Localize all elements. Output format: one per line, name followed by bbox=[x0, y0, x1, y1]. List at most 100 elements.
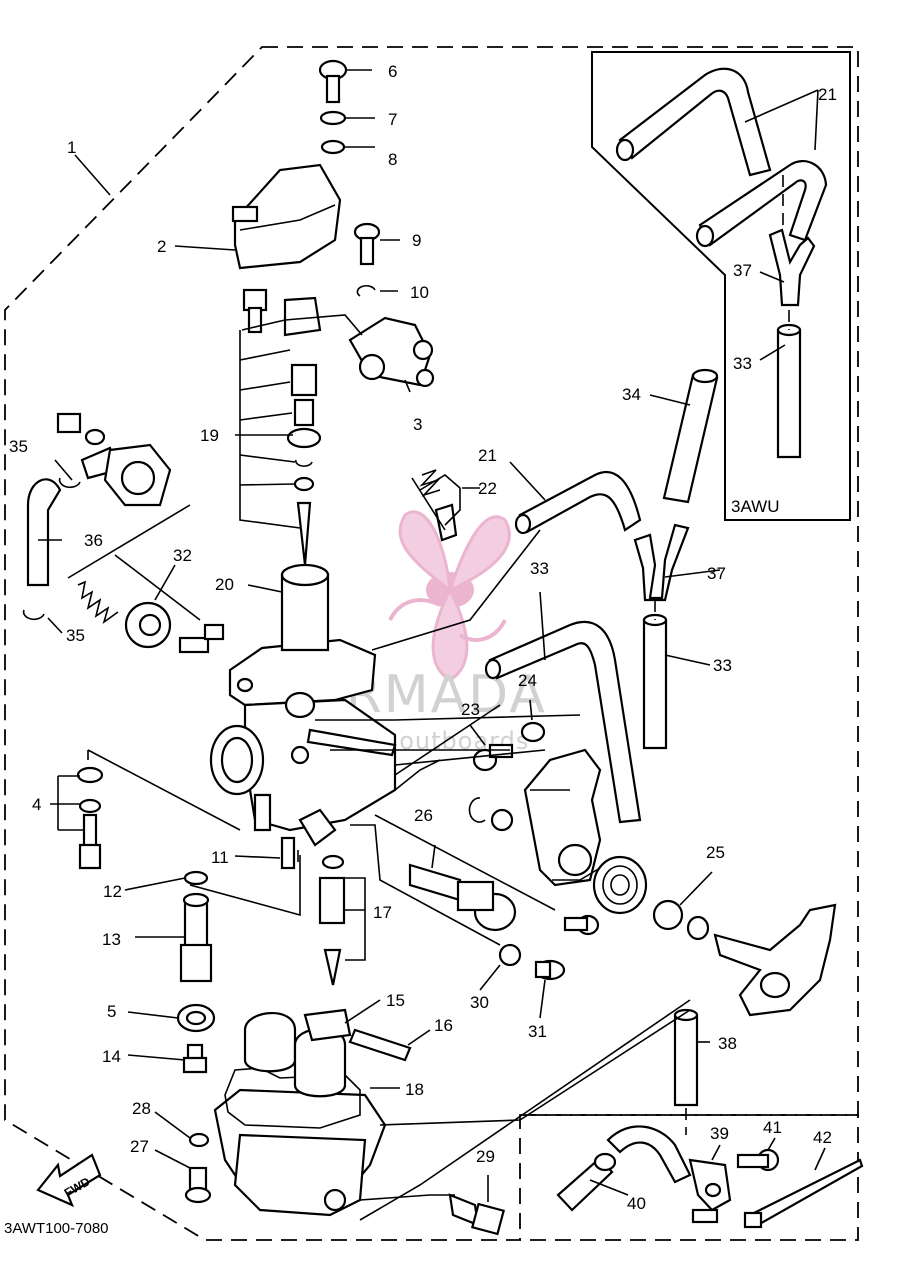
part-label: 32 bbox=[173, 546, 192, 565]
part-label: 10 bbox=[410, 283, 429, 302]
float-bowl bbox=[213, 1067, 387, 1217]
hose-38 bbox=[673, 1013, 699, 1107]
part-label: 22 bbox=[478, 479, 497, 498]
top-cover bbox=[231, 163, 342, 270]
cable-adjuster bbox=[348, 316, 435, 388]
part-label: 33 bbox=[733, 354, 752, 373]
part-label: 29 bbox=[476, 1147, 495, 1166]
hose-guide-dash bbox=[297, 175, 790, 1135]
part-label: 23 bbox=[461, 700, 480, 719]
part-label: 2 bbox=[157, 237, 166, 256]
bottom-inset-box bbox=[520, 1114, 859, 1241]
needle-jet-washer bbox=[176, 1003, 216, 1033]
float bbox=[243, 1008, 352, 1098]
bracket-screw bbox=[563, 914, 600, 936]
part-label: 37 bbox=[707, 564, 726, 583]
bowl-washer bbox=[188, 1132, 210, 1148]
washer-30 bbox=[498, 943, 522, 967]
main-jet bbox=[182, 1043, 208, 1074]
part-label: 9 bbox=[412, 231, 421, 250]
part-label: 12 bbox=[103, 882, 122, 901]
part-label: 24 bbox=[518, 671, 537, 690]
part-label: 35 bbox=[9, 437, 28, 456]
e-clip bbox=[468, 797, 486, 823]
part-label: 5 bbox=[107, 1002, 116, 1021]
hose-36 bbox=[26, 478, 62, 587]
throttle-stop-screw bbox=[178, 623, 225, 654]
part-label: 8 bbox=[388, 150, 397, 169]
part-labels: 1 2 3 4 5 6 7 8 9 10 11 12 13 14 15 16 1… bbox=[9, 62, 837, 1213]
part-label: 18 bbox=[405, 1080, 424, 1099]
part-label: 14 bbox=[102, 1047, 121, 1066]
variant-label: 3AWU bbox=[731, 497, 780, 516]
part-label: 31 bbox=[528, 1022, 547, 1041]
part-label: 25 bbox=[706, 843, 725, 862]
part-label: 27 bbox=[130, 1137, 149, 1156]
part-label: 16 bbox=[434, 1016, 453, 1035]
bracket-39 bbox=[688, 1158, 732, 1224]
y-fitting bbox=[633, 523, 690, 602]
hose-33-bent bbox=[488, 620, 642, 824]
clip-35-bottom bbox=[22, 609, 45, 621]
fwd-arrow-icon: FWD bbox=[36, 1153, 102, 1208]
carburetor-body bbox=[209, 563, 397, 847]
part-label: 15 bbox=[386, 991, 405, 1010]
part-label: 42 bbox=[813, 1128, 832, 1147]
throttle-lever bbox=[713, 903, 837, 1017]
top-washer bbox=[320, 139, 346, 155]
clip-35-top bbox=[58, 477, 81, 489]
part-label: 21 bbox=[478, 446, 497, 465]
hose-21 bbox=[518, 470, 642, 534]
part-label: 41 bbox=[763, 1118, 782, 1137]
inset-hoses bbox=[615, 67, 828, 459]
throttle-return-spring bbox=[592, 855, 648, 915]
screw-31 bbox=[534, 959, 566, 981]
drain-screw bbox=[448, 1193, 506, 1236]
throttle-bracket bbox=[523, 748, 602, 887]
main-jet-holder bbox=[179, 870, 213, 983]
part-label: 3 bbox=[413, 415, 422, 434]
part-label: 17 bbox=[373, 903, 392, 922]
top-cap-screw bbox=[318, 59, 348, 104]
pilot-jet bbox=[280, 836, 296, 870]
part-label: 35 bbox=[66, 626, 85, 645]
part-label: 13 bbox=[102, 930, 121, 949]
choke-plunger-assy bbox=[56, 412, 172, 507]
circlip-10 bbox=[356, 284, 376, 297]
part-label: 6 bbox=[388, 62, 397, 81]
nut-24 bbox=[520, 721, 546, 743]
choke-cap bbox=[124, 601, 172, 649]
part-label: 20 bbox=[215, 575, 234, 594]
variant-inset-box bbox=[591, 51, 851, 521]
part-label: 1 bbox=[67, 138, 76, 157]
cable-screw bbox=[353, 222, 381, 266]
part-label: 38 bbox=[718, 1034, 737, 1053]
part-label: 30 bbox=[470, 993, 489, 1012]
part-label: 26 bbox=[414, 806, 433, 825]
part-label: 33 bbox=[713, 656, 732, 675]
part-label: 28 bbox=[132, 1099, 151, 1118]
part-label: 39 bbox=[710, 1124, 729, 1143]
leader-lines bbox=[38, 69, 826, 1221]
spring-collar bbox=[652, 899, 710, 941]
throttle-stop-screw-26 bbox=[408, 863, 517, 932]
part-label: 19 bbox=[200, 426, 219, 445]
part-label: 34 bbox=[622, 385, 641, 404]
float-pin bbox=[348, 1028, 412, 1062]
needle-valve bbox=[318, 854, 346, 986]
washer-ring bbox=[490, 808, 514, 832]
part-label: 33 bbox=[530, 559, 549, 578]
idle-screw-spring bbox=[419, 469, 458, 542]
part-label: 11 bbox=[211, 848, 229, 867]
bowl-screw bbox=[184, 1166, 212, 1204]
hose-40 bbox=[556, 1125, 692, 1212]
part-label: 40 bbox=[627, 1194, 646, 1213]
choke-spring bbox=[77, 580, 119, 624]
top-lock-washer bbox=[319, 110, 347, 126]
screw-41 bbox=[736, 1148, 780, 1172]
drawing-code: 3AWT100-7080 bbox=[4, 1220, 109, 1237]
hose-33-straight bbox=[642, 618, 668, 750]
pilot-screw-assy bbox=[76, 766, 104, 870]
part-label: 4 bbox=[32, 795, 41, 814]
